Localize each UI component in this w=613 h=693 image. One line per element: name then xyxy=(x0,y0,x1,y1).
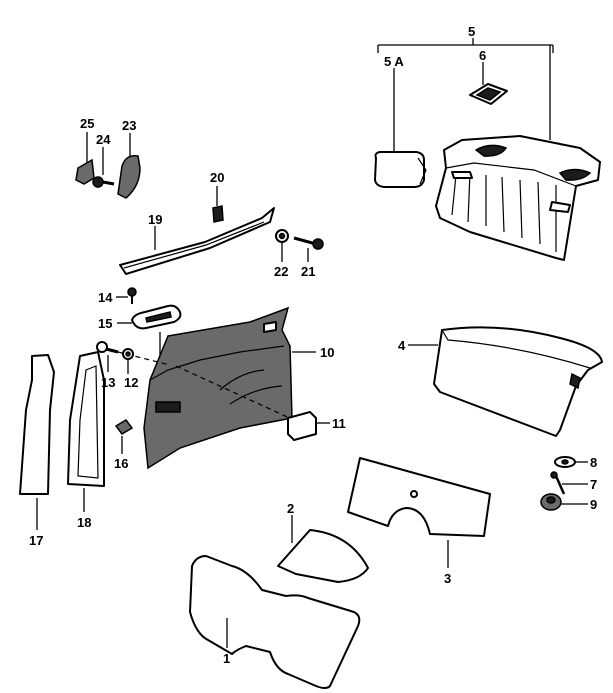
part-18-pillar-trim xyxy=(67,351,105,512)
callout-19: 19 xyxy=(148,212,162,227)
part-3-mat xyxy=(347,457,491,568)
callout-6: 6 xyxy=(479,48,486,63)
part-24-screw xyxy=(92,147,115,188)
callout-9: 9 xyxy=(590,497,597,512)
callout-3: 3 xyxy=(444,571,451,586)
part-5-seat-back-shell xyxy=(435,135,601,261)
callout-15: 15 xyxy=(98,316,112,331)
callout-20: 20 xyxy=(210,170,224,185)
callout-17: 17 xyxy=(29,533,43,548)
part-19-rail xyxy=(119,207,275,275)
part-10-side-panel xyxy=(143,306,316,470)
callout-10: 10 xyxy=(320,345,334,360)
callout-5: 5 xyxy=(468,24,475,39)
part-6-grille xyxy=(469,62,508,105)
part-8-washer xyxy=(554,456,588,468)
part-4-shelf xyxy=(408,326,603,437)
part-20-clip xyxy=(212,186,224,223)
callout-12: 12 xyxy=(124,375,138,390)
part-5a-tray xyxy=(374,68,427,188)
part-12-washer xyxy=(122,348,134,374)
part-21-screw xyxy=(293,236,324,262)
part-14-screw xyxy=(116,287,137,304)
callout-5a: 5 A xyxy=(384,54,404,69)
part-25-bracket xyxy=(75,132,95,185)
part-23-cover xyxy=(117,133,141,199)
callout-24: 24 xyxy=(96,132,111,147)
callout-8: 8 xyxy=(590,455,597,470)
part-2-mat xyxy=(277,515,369,583)
callout-18: 18 xyxy=(77,515,91,530)
part-13-bolt xyxy=(96,341,119,372)
part-1-mat xyxy=(189,555,361,689)
callout-1: 1 xyxy=(223,651,230,666)
callout-7: 7 xyxy=(590,477,597,492)
part-7-screw xyxy=(550,471,588,495)
part-17-strip xyxy=(19,354,55,530)
part-16-clip xyxy=(114,419,134,454)
part-11-block xyxy=(287,411,330,441)
callout-labels: 5 5 A 6 25 23 24 20 19 22 21 14 15 4 10 … xyxy=(29,24,597,666)
callout-2: 2 xyxy=(287,501,294,516)
callout-11: 11 xyxy=(332,416,346,431)
callout-25: 25 xyxy=(80,116,94,131)
callout-22: 22 xyxy=(274,264,288,279)
callout-14: 14 xyxy=(98,290,113,305)
callout-16: 16 xyxy=(114,456,128,471)
part-5-assembly-bracket xyxy=(377,38,554,140)
callout-4: 4 xyxy=(398,338,406,353)
callout-13: 13 xyxy=(101,375,115,390)
part-22-washer xyxy=(275,229,289,262)
callout-23: 23 xyxy=(122,118,136,133)
callout-21: 21 xyxy=(301,264,315,279)
part-9-nut xyxy=(540,493,588,511)
fastener-alignment-lines xyxy=(117,351,295,421)
